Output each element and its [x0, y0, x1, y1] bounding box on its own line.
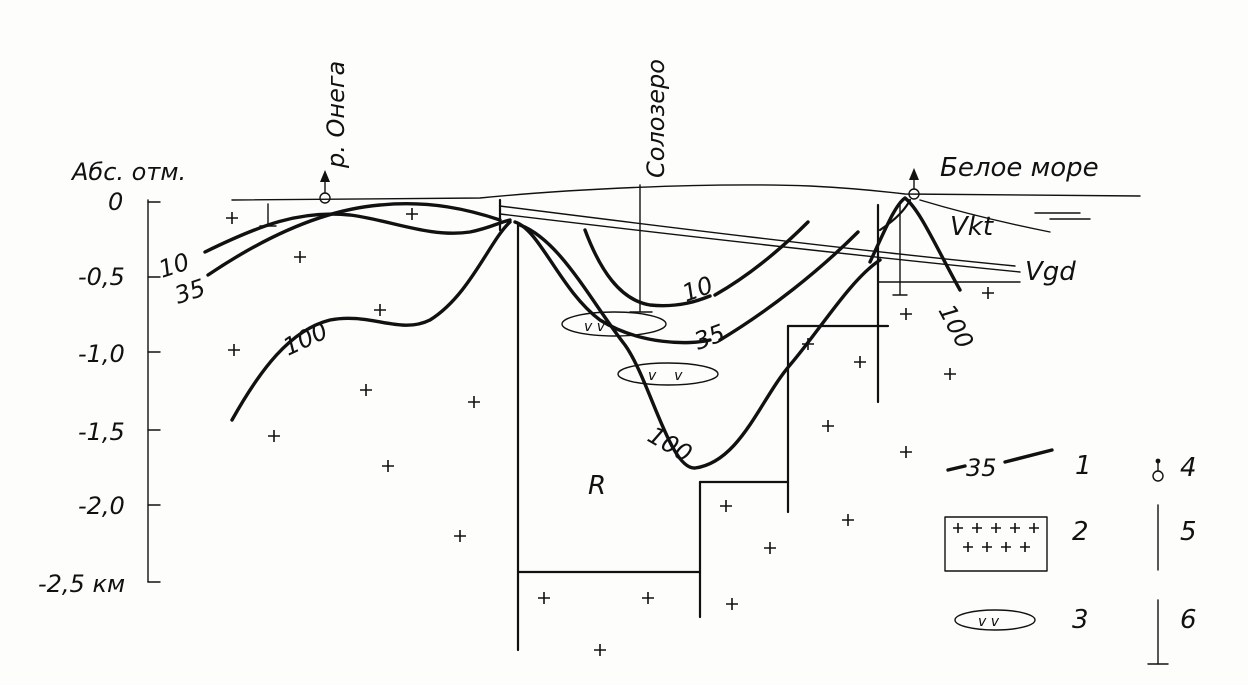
- isoline-label-35-central: 35: [690, 319, 728, 356]
- sea-arrow-icon: [909, 168, 919, 180]
- isoline-35-central: [513, 220, 712, 345]
- legend-number-3: 3: [1072, 605, 1089, 635]
- lens-1-marks: v v: [584, 319, 606, 335]
- onega-arrow-icon: [320, 170, 330, 182]
- isoline-35-west: [206, 201, 502, 277]
- stratum-labels: Vkt Vgd R: [588, 212, 1076, 501]
- isoline-10-central: [583, 228, 712, 308]
- axis-title: Абс. отм.: [70, 158, 186, 186]
- cross-mark: [842, 514, 854, 526]
- isoline-label-100-central: 100: [643, 421, 697, 468]
- cross-mark: [802, 338, 814, 350]
- solozero-label: Солозеро: [642, 59, 670, 178]
- lens-2-marks: v v: [648, 368, 683, 384]
- isoline-connector: [878, 198, 912, 232]
- legend-lens-marks: v v: [978, 614, 1000, 630]
- cross-mark: [594, 644, 606, 656]
- onega-label: р. Онега: [322, 61, 350, 169]
- isolines: [203, 196, 962, 470]
- isoline-100-west: [230, 220, 512, 422]
- cross-mark: [953, 523, 963, 533]
- cross-mark: [226, 212, 238, 224]
- cross-mark: [991, 523, 1001, 533]
- depth-label-2-5: -2,5 км: [38, 570, 125, 598]
- depth-label-0: 0: [108, 188, 123, 216]
- cross-mark: [1020, 542, 1030, 552]
- legend-isoline-left: [946, 464, 967, 472]
- cross-mark: [468, 396, 480, 408]
- legend-number-1: 1: [1075, 451, 1092, 481]
- cross-mark: [538, 592, 550, 604]
- cross-mark: [900, 308, 912, 320]
- cross-mark: [382, 460, 394, 472]
- cross-mark: [764, 542, 776, 554]
- sea-bottom-line: [919, 199, 1051, 233]
- legend-number-2: 2: [1072, 517, 1089, 547]
- sea-well: [892, 204, 908, 296]
- depth-axis: Абс. отм. 0 -0,5 -1,0 -1,5 -2,0 -2,5 км: [38, 158, 186, 598]
- isoline-10-west: [203, 212, 512, 254]
- onega-point: [319, 192, 331, 204]
- depth-label-1-0: -1,0: [78, 340, 125, 368]
- cross-mark: [1029, 523, 1039, 533]
- cross-mark: [268, 430, 280, 442]
- isoline-10-east: [713, 220, 810, 297]
- surface-line: [231, 184, 1141, 201]
- legend-number-4: 4: [1180, 453, 1197, 483]
- legend-lens: [954, 609, 1036, 631]
- cross-mark: [963, 542, 973, 552]
- volcanic-lenses: v v v v: [561, 311, 719, 386]
- isoline-100-central: [518, 223, 882, 470]
- legend-point-icon: [1152, 470, 1164, 482]
- lens-2: [617, 362, 719, 386]
- legend-isoline-value: 35: [966, 454, 997, 482]
- cross-mark: [900, 446, 912, 458]
- isoline-35-east: [718, 230, 860, 342]
- cross-mark: [1001, 542, 1011, 552]
- r-label: R: [588, 471, 606, 501]
- reference-points: [319, 168, 920, 204]
- legend-point-head: [1155, 458, 1161, 464]
- water-mark: [1034, 212, 1091, 220]
- cross-mark: [406, 208, 418, 220]
- cross-mark: [1010, 523, 1020, 533]
- legend-number-5: 5: [1180, 517, 1197, 547]
- cross-mark: [854, 356, 866, 368]
- cross-mark: [720, 500, 732, 512]
- depth-label-2-0: -2,0: [78, 492, 125, 520]
- legend: 35 1 2 v v 3 4 5 6: [944, 448, 1197, 665]
- place-labels: р. Онега Солозеро Белое море: [322, 59, 1099, 183]
- cross-mark: [822, 420, 834, 432]
- depth-label-0-5: -0,5: [78, 263, 125, 291]
- cross-mark: [726, 598, 738, 610]
- cross-mark: [374, 304, 386, 316]
- lens-1: [561, 311, 667, 337]
- cross-mark: [228, 344, 240, 356]
- legend-granite-crosses: [953, 523, 1039, 552]
- cross-mark: [972, 523, 982, 533]
- basement-crosses: [226, 208, 994, 656]
- legend-number-6: 6: [1180, 605, 1197, 635]
- cross-mark: [642, 592, 654, 604]
- depth-label-1-5: -1,5: [78, 418, 125, 446]
- cross-mark: [294, 251, 306, 263]
- fault-lines: [498, 198, 890, 652]
- isoline-label-100-east: 100: [933, 300, 979, 354]
- legend-granite-box: [944, 516, 1048, 572]
- cross-mark: [982, 287, 994, 299]
- vkt-line: [499, 205, 1016, 267]
- cross-mark: [454, 530, 466, 542]
- beloe-more-label: Белое море: [940, 153, 1099, 183]
- vkt-label: Vkt: [950, 212, 994, 242]
- cross-mark: [944, 368, 956, 380]
- cross-mark: [360, 384, 372, 396]
- legend-isoline-right: [1003, 448, 1054, 464]
- cross-mark: [982, 542, 992, 552]
- isoline-100-east: [868, 196, 962, 292]
- vgd-label: Vgd: [1025, 257, 1076, 287]
